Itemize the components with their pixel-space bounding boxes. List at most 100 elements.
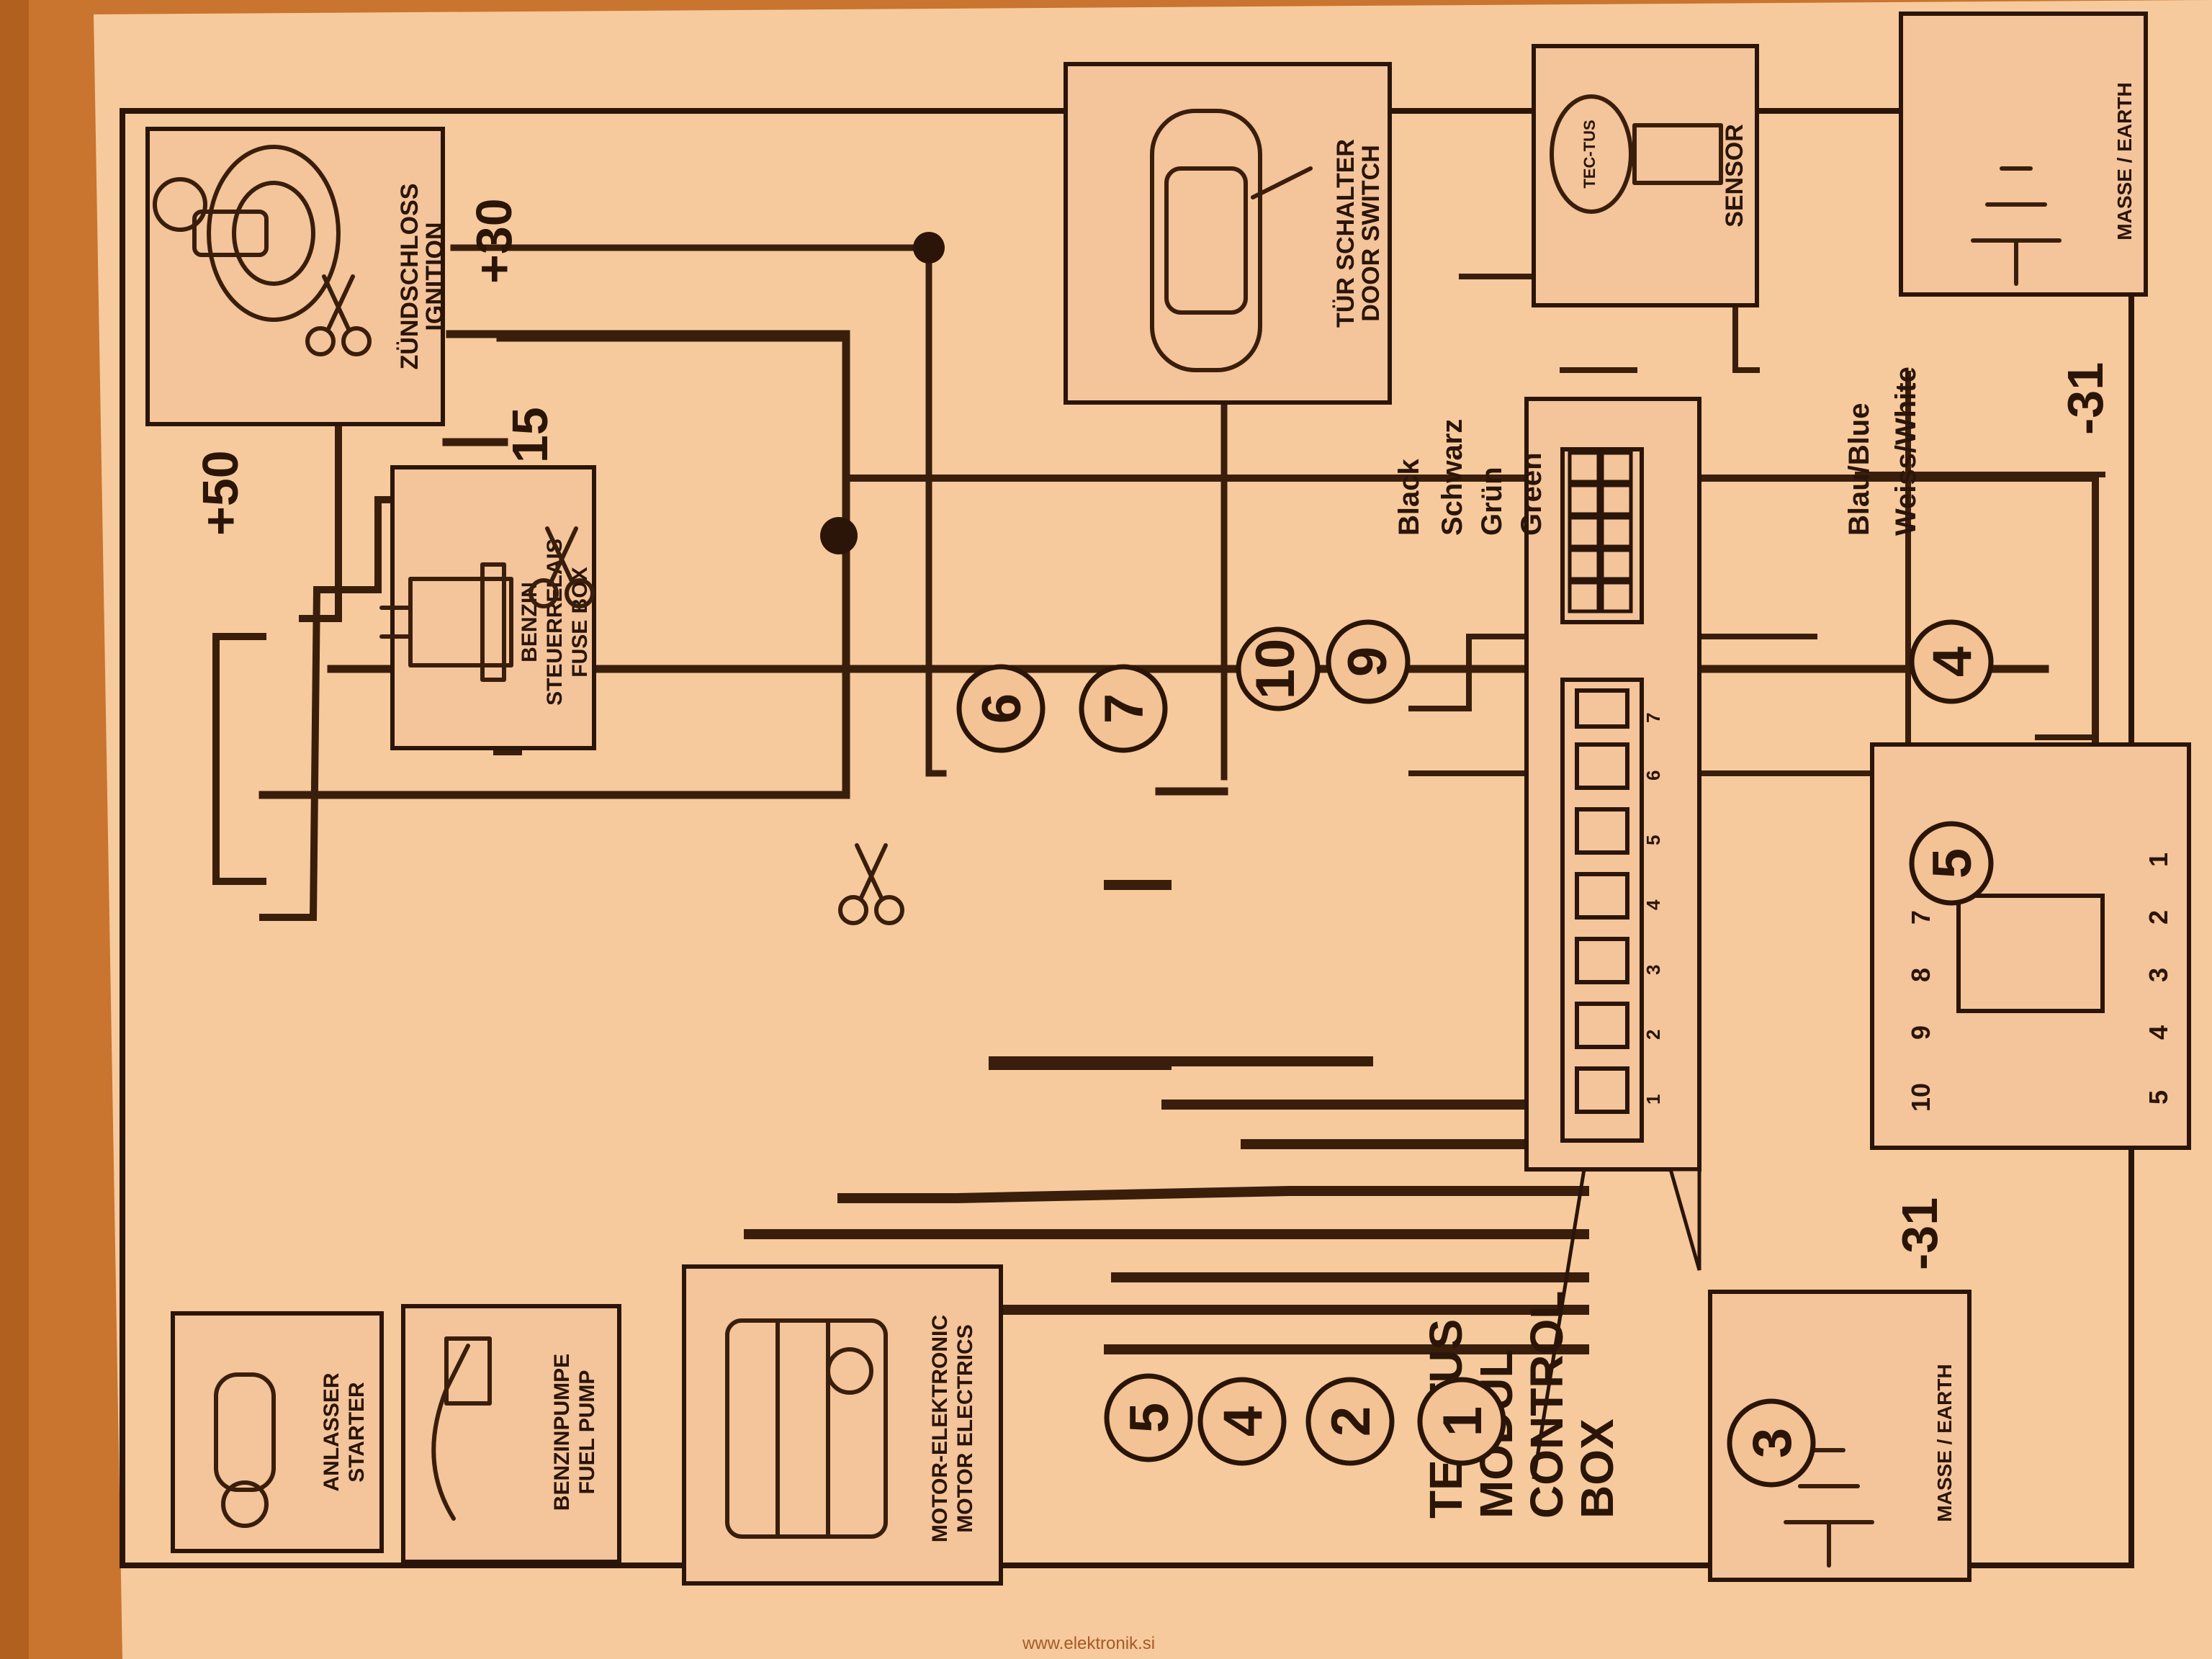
legend-num: 2 bbox=[2144, 910, 2173, 925]
fuel-pump-label-de: BENZINPUMPE bbox=[550, 1354, 574, 1511]
starter-block: ANLASSER STARTER bbox=[171, 1311, 384, 1553]
pin-slot: 7 bbox=[1575, 688, 1664, 729]
pin-number: 3 bbox=[1642, 965, 1664, 975]
legend-num: 5 bbox=[2144, 1090, 2173, 1105]
door-switch-box bbox=[1064, 62, 1392, 405]
earth-top-block: MASSE / EARTH bbox=[1899, 12, 2148, 297]
fuse-icon bbox=[379, 562, 513, 682]
wire-label-blue: Blau/Blue bbox=[1843, 403, 1875, 536]
pin-slot: 4 bbox=[1575, 872, 1664, 920]
circle-number: 5 bbox=[1922, 848, 1983, 878]
terminal-plus50: +50 bbox=[192, 450, 248, 536]
connection-circle: 7 bbox=[1079, 664, 1168, 753]
scissors-icon bbox=[305, 274, 372, 356]
pin-slot: 2 bbox=[1575, 1002, 1664, 1049]
pin-number: 1 bbox=[1642, 1094, 1664, 1105]
earth-bottom-icon bbox=[1784, 1448, 1874, 1568]
earth-top-icon bbox=[1971, 166, 2062, 286]
wire-label-white: Weiss/White bbox=[1890, 367, 1922, 536]
starter-motor-icon bbox=[214, 1372, 276, 1528]
pin-slot: 6 bbox=[1575, 742, 1664, 790]
legend-num: 9 bbox=[1906, 1025, 1936, 1040]
circle-number: 4 bbox=[1922, 647, 1983, 677]
connection-circle: 1 bbox=[1417, 1377, 1506, 1466]
legend-num: 7 bbox=[1906, 910, 1936, 925]
ignition-label-de: ZÜNDSCHLOSS bbox=[396, 184, 423, 370]
ignition-key-icon bbox=[153, 145, 341, 322]
paper-edge-shadow bbox=[0, 0, 29, 1659]
fuel-nozzle-icon bbox=[431, 1336, 492, 1521]
sensor-block: TEC-TUS SENSOR bbox=[1532, 44, 1759, 307]
control-box-label-4: BOX bbox=[1571, 1419, 1623, 1519]
legend-num: 8 bbox=[1906, 968, 1936, 982]
control-module bbox=[1524, 397, 1701, 1271]
legend-num: 1 bbox=[2144, 853, 2173, 867]
starter-label-de: ANLASSER bbox=[320, 1372, 343, 1491]
connector-a bbox=[1560, 678, 1644, 1143]
connection-circle: 10 bbox=[1236, 626, 1321, 711]
circle-number: 2 bbox=[1321, 1406, 1382, 1437]
engine-icon bbox=[725, 1318, 888, 1539]
scissors-icon bbox=[838, 843, 904, 925]
pin-number: 7 bbox=[1642, 713, 1664, 723]
connection-circle: 4 bbox=[1197, 1377, 1287, 1466]
door-switch-label-de: TÜR SCHALTER bbox=[1332, 139, 1359, 328]
pin-slot: 3 bbox=[1575, 937, 1664, 984]
circle-number: 6 bbox=[971, 693, 1033, 724]
junction-30 bbox=[913, 232, 945, 264]
wire-label-green: Green bbox=[1516, 452, 1547, 536]
door-switch-block: TÜR SCHALTER DOOR SWITCH bbox=[1064, 62, 1392, 405]
circle-number: 7 bbox=[1094, 693, 1155, 724]
connection-circle: 5 bbox=[1104, 1373, 1193, 1462]
connection-circle: 4 bbox=[1909, 619, 1994, 704]
wire-label-gruen: Grün bbox=[1476, 467, 1508, 536]
legend-num: 3 bbox=[2144, 968, 2173, 982]
legend-num: 4 bbox=[2144, 1025, 2173, 1040]
pin-slot: 5 bbox=[1575, 807, 1664, 855]
earth-top-box bbox=[1899, 12, 2148, 297]
circle-number: 1 bbox=[1432, 1406, 1493, 1437]
motor-label-en: MOTOR ELECTRICS bbox=[953, 1324, 977, 1532]
junction-15 bbox=[820, 517, 858, 554]
earth-bottom-label: MASSE / EARTH bbox=[1933, 1364, 1956, 1521]
door-switch-label-en: DOOR SWITCH bbox=[1357, 145, 1385, 322]
ignition-label-en: IGNITION bbox=[421, 222, 449, 331]
connection-circle: 5 bbox=[1909, 821, 1994, 906]
scissors-icon bbox=[529, 526, 595, 608]
fuel-pump-block: BENZINPUMPE FUEL PUMP bbox=[401, 1304, 621, 1564]
terminal-minus31-bottom: -31 bbox=[1892, 1197, 1948, 1270]
connector-b-grid bbox=[1568, 451, 1633, 613]
connection-circle: 3 bbox=[1727, 1398, 1816, 1488]
sensor-box bbox=[1532, 44, 1759, 307]
earth-top-label: MASSE / EARTH bbox=[2113, 82, 2136, 240]
sensor-icon bbox=[1550, 94, 1723, 214]
pin-slot: 1 bbox=[1575, 1066, 1664, 1114]
motor-box bbox=[682, 1264, 1003, 1586]
connector-a-pins: 1 2 3 4 5 6 7 bbox=[1575, 688, 1664, 1114]
circle-number: 9 bbox=[1337, 647, 1398, 677]
terminal-minus31-top: -31 bbox=[2057, 362, 2113, 435]
terminal-plus30: +30 bbox=[466, 198, 522, 284]
motor-label-de: MOTOR-ELEKTRONIC bbox=[928, 1315, 952, 1542]
pinout-legend: 10 9 8 7 6 5 4 3 2 1 bbox=[1870, 742, 2191, 1150]
wire-label-black: Black bbox=[1393, 459, 1425, 536]
fuse-box-block: BENZIN STEUERRELAIS FUSE BOX bbox=[379, 465, 596, 750]
diagram-rotated-group: ZÜNDSCHLOSS IGNITION +30 +15 +50 BENZIN … bbox=[120, 12, 2191, 1586]
pin-number: 2 bbox=[1642, 1030, 1664, 1040]
watermark: www.elektronik.si bbox=[1022, 1634, 1155, 1653]
wire-label-schwarz: Schwarz bbox=[1437, 419, 1468, 536]
earth-bottom-block: MASSE / EARTH bbox=[1708, 1290, 1972, 1582]
ignition-block: ZÜNDSCHLOSS IGNITION bbox=[145, 127, 449, 426]
pin-number: 6 bbox=[1642, 770, 1664, 781]
pin-number: 4 bbox=[1642, 899, 1664, 910]
fuel-pump-label-en: FUEL PUMP bbox=[575, 1370, 599, 1495]
connection-circle: 2 bbox=[1305, 1377, 1395, 1466]
connection-circle: 6 bbox=[956, 664, 1046, 753]
pinout-grid bbox=[1956, 894, 2105, 1013]
sensor-label: SENSOR bbox=[1721, 124, 1748, 228]
circle-number: 3 bbox=[1742, 1428, 1803, 1458]
sensor-logo: TEC-TUS bbox=[1581, 120, 1599, 188]
connector-a-body bbox=[1560, 678, 1644, 1143]
circle-number: 4 bbox=[1213, 1406, 1274, 1437]
